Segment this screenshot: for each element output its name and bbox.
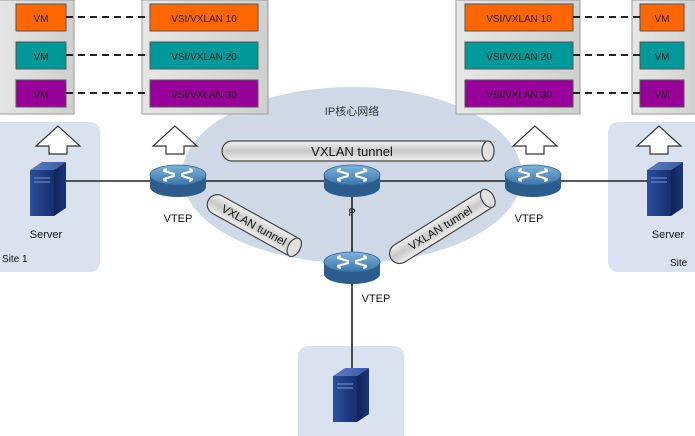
right-vm-1-label: VM [655, 14, 670, 25]
right-vm-2-box [639, 41, 685, 70]
p-label: P [348, 207, 355, 219]
left-vtep-router-icon [148, 163, 208, 199]
p-router-icon [322, 163, 382, 199]
right-vtep-up-arrow-icon [512, 125, 558, 155]
left-vsi-30-label: VSI/VXLAN 30 [171, 90, 237, 101]
left-vtep-label: VTEP [164, 213, 193, 225]
right-vm-3-label: VM [655, 90, 670, 101]
tunnel-top: VXLAN tunnel [221, 140, 495, 162]
bottom-vtep-label: VTEP [362, 293, 391, 305]
left-vm-2-box [15, 41, 67, 70]
right-server-label: Server [652, 229, 685, 241]
left-server-label: Server [30, 229, 63, 241]
left-vsi-10-box [149, 3, 259, 32]
right-site-label: Site [670, 258, 688, 269]
left-vm-3-box [15, 79, 67, 108]
left-vm-2-label: VM [34, 52, 49, 63]
right-vtep-label: VTEP [515, 213, 544, 225]
left-vsi-10-label: VSI/VXLAN 10 [171, 14, 237, 25]
left-vsi-30-box [149, 79, 259, 108]
left-vsi-20-label: VSI/VXLAN 20 [171, 52, 237, 63]
left-vm-3-label: VM [34, 90, 49, 101]
right-mapping-lines [573, 16, 640, 94]
ip-core-label: IP核心网络 [325, 104, 379, 118]
left-vm-1-label: VM [34, 14, 49, 25]
right-vsi-10-box [464, 3, 574, 32]
left-vm-1-box [15, 3, 67, 32]
right-vsi-20-label: VSI/VXLAN 20 [486, 52, 552, 63]
bottom-server-icon [332, 367, 370, 423]
left-mapping-lines [66, 16, 150, 94]
bottom-vtep-router-icon [322, 250, 382, 286]
right-vtep-router-icon [503, 163, 563, 199]
right-server-icon [646, 161, 684, 217]
right-vm-2-label: VM [655, 52, 670, 63]
left-server-icon [29, 161, 67, 217]
site1-label: Site 1 [2, 254, 28, 265]
right-vsi-20-box [464, 41, 574, 70]
tunnel-top-label: VXLAN tunnel [311, 144, 393, 159]
right-vsi-30-label: VSI/VXLAN 30 [486, 90, 552, 101]
right-vm-3-box [639, 79, 685, 108]
right-vsi-10-label: VSI/VXLAN 10 [486, 14, 552, 25]
left-vsi-20-box [149, 41, 259, 70]
